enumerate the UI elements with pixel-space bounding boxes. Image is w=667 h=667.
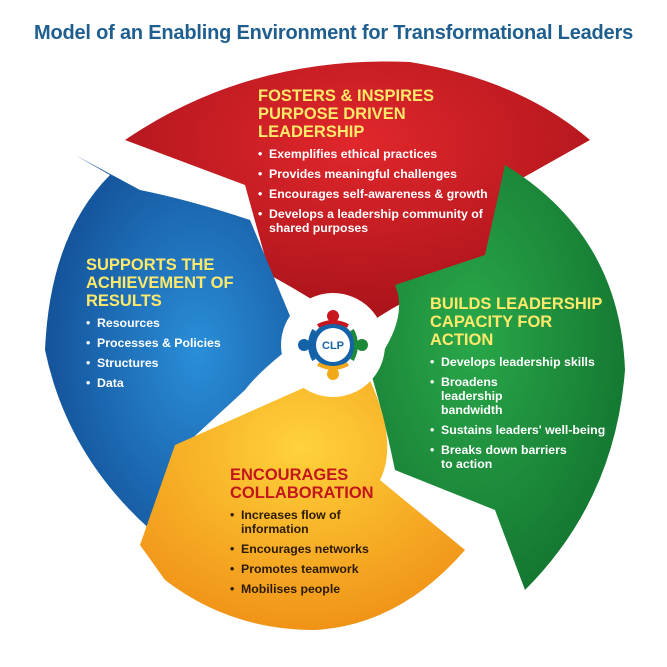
list-item: Sustains leaders' well-being [430, 423, 620, 437]
heading-line: LEADERSHIP [258, 123, 365, 141]
heading-line: CAPACITY FOR [430, 313, 553, 331]
list-item: Encourages networks [230, 542, 410, 556]
logo-petal-bottom [317, 362, 349, 370]
heading-line: ACHIEVEMENT OF [86, 274, 234, 292]
list-item: Develops leadership skills [430, 355, 620, 369]
segment-blue-text: SUPPORTS THE ACHIEVEMENT OF RESULTS Reso… [86, 256, 256, 396]
list-item: Structures [86, 356, 256, 370]
segment-red-text: FOSTERS & INSPIRES PURPOSE DRIVEN LEADER… [258, 87, 498, 241]
heading-line: BUILDS LEADERSHIP [430, 295, 603, 313]
list-item: Broadens leadership bandwidth [430, 375, 561, 417]
segment-blue-heading: SUPPORTS THE ACHIEVEMENT OF RESULTS [86, 256, 256, 310]
list-item: Exemplifies ethical practices [258, 147, 498, 161]
logo-text: CLP [322, 340, 344, 352]
logo-petal-left [308, 329, 316, 361]
diagram-title: Model of an Enabling Environment for Tra… [34, 22, 633, 44]
segment-yellow-heading: ENCOURAGES COLLABORATION [230, 466, 410, 502]
segment-yellow-text: ENCOURAGES COLLABORATION Increases flow … [230, 466, 410, 602]
segment-yellow-list: Increases flow of information Encourages… [230, 508, 410, 596]
heading-line: RESULTS [86, 292, 162, 310]
segment-green-heading: BUILDS LEADERSHIP CAPACITY FOR ACTION [430, 295, 620, 349]
list-item: Data [86, 376, 256, 390]
logo-inner [316, 328, 350, 362]
logo-dot-left [298, 339, 310, 351]
logo-dot-bottom [327, 368, 339, 380]
heading-line: FOSTERS & INSPIRES [258, 87, 435, 105]
list-item: Provides meaningful challenges [258, 167, 498, 181]
logo-dot-top [327, 310, 339, 322]
heading-line: ACTION [430, 331, 494, 349]
list-item: Develops a leadership community of share… [258, 207, 484, 235]
segment-blue-list: Resources Processes & Policies Structure… [86, 316, 256, 390]
heading-line: SUPPORTS THE [86, 256, 215, 274]
list-item: Processes & Policies [86, 336, 256, 350]
segment-green-text: BUILDS LEADERSHIP CAPACITY FOR ACTION De… [430, 295, 620, 477]
list-item: Increases flow of information [230, 508, 361, 536]
heading-line: PURPOSE DRIVEN [258, 105, 406, 123]
heading-line: ENCOURAGES [230, 466, 349, 484]
logo-petal-top [317, 320, 349, 328]
segment-green-list: Develops leadership skills Broadens lead… [430, 355, 620, 471]
list-item: Encourages self-awareness & growth [258, 187, 498, 201]
segment-red-heading: FOSTERS & INSPIRES PURPOSE DRIVEN LEADER… [258, 87, 498, 141]
list-item: Breaks down barriers to action [430, 443, 571, 471]
logo-dot-right [356, 339, 368, 351]
list-item: Resources [86, 316, 256, 330]
logo-petal-right [350, 329, 358, 361]
heading-line: COLLABORATION [230, 484, 374, 502]
list-item: Promotes teamwork [230, 562, 410, 576]
clp-logo: CLP [298, 310, 368, 380]
list-item: Mobilises people [230, 582, 410, 596]
segment-blue [45, 155, 300, 550]
segment-red-list: Exemplifies ethical practices Provides m… [258, 147, 498, 235]
